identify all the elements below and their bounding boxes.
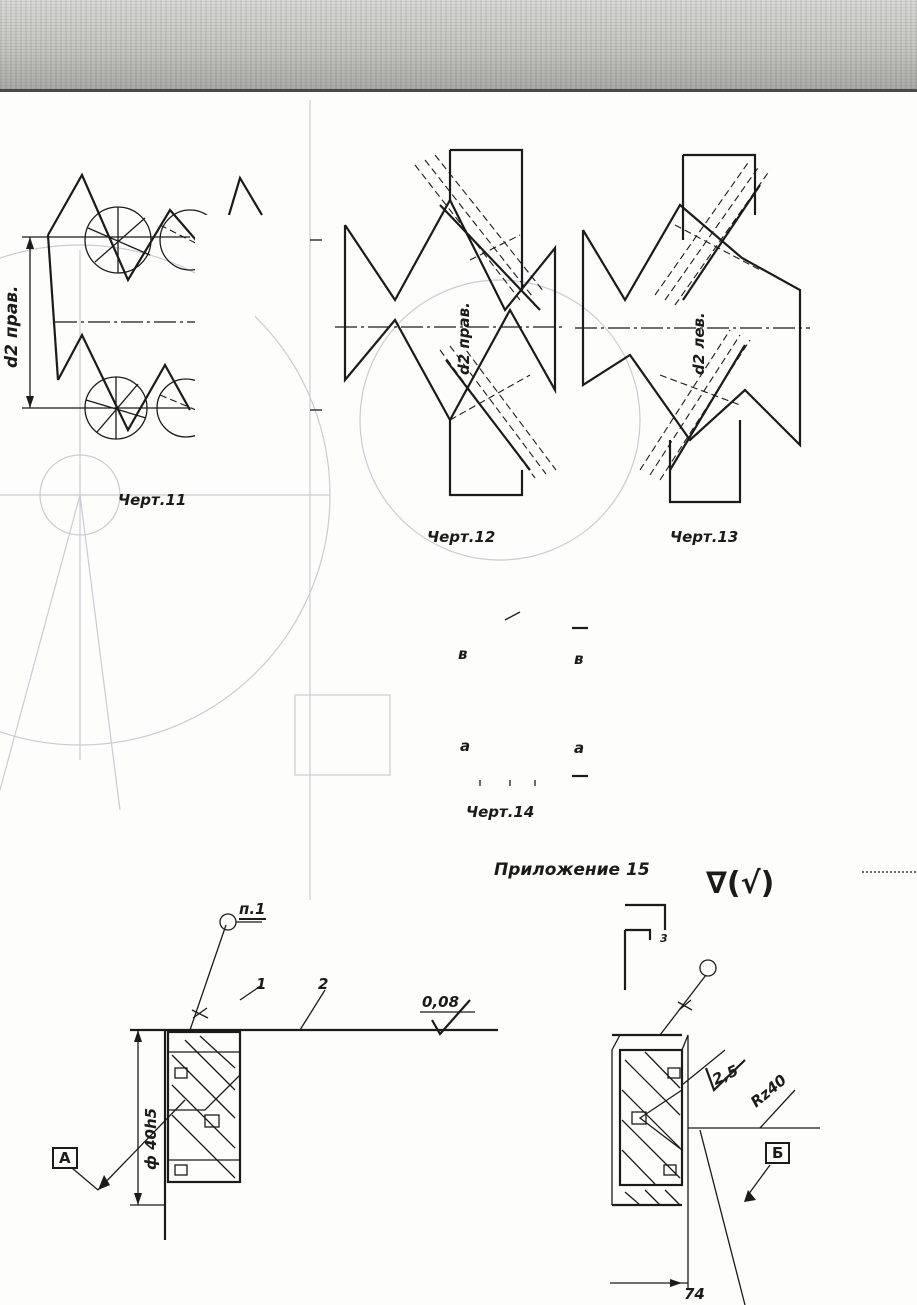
fig14-mark-a-left: а [460,737,471,755]
datum-b-box: Б [765,1142,791,1164]
diameter-label: ф 40h5 [142,1107,160,1170]
fig13-d2-label: d2 лев. [690,312,708,375]
fig12-d2-label: d2 прав. [455,302,473,375]
roughness-symbol: ∇(√) [706,866,775,901]
hatching-right [621,1051,681,1206]
datum-a-box: А [52,1147,78,1169]
fig14-marks [479,611,588,786]
fig14-mark-b-left: в [458,645,468,663]
scan-header-band [0,0,917,92]
fig11-d2-label: d2 прав. [2,285,22,368]
part-drawing-left [71,913,708,1240]
hatching-left [171,1035,236,1179]
fig14-mark-b-right: в [574,650,584,668]
note-ref-label: п.1 [239,900,266,920]
leader-label-2: 2 [318,975,329,993]
fig14-mark-a-right: а [574,739,585,757]
fig11-caption: Черт.11 [118,491,187,509]
fig14-caption: Черт.14 [466,803,535,821]
show-through-background [0,100,641,900]
fig12-caption: Черт.12 [427,528,496,546]
small-mark-label: 3 [660,932,668,945]
leader-label-1: 1 [256,975,267,993]
fig13-thread-profile [575,153,810,504]
part-drawing-right [610,903,820,1305]
fig12-thread-profile [335,148,565,497]
fig13-caption: Черт.13 [670,528,739,546]
tolerance-label: 0,08 [422,993,460,1011]
dim-74-label: 74 [684,1285,705,1303]
appendix-heading: Приложение 15 [494,860,650,880]
fig11-thread-profile [22,172,322,450]
